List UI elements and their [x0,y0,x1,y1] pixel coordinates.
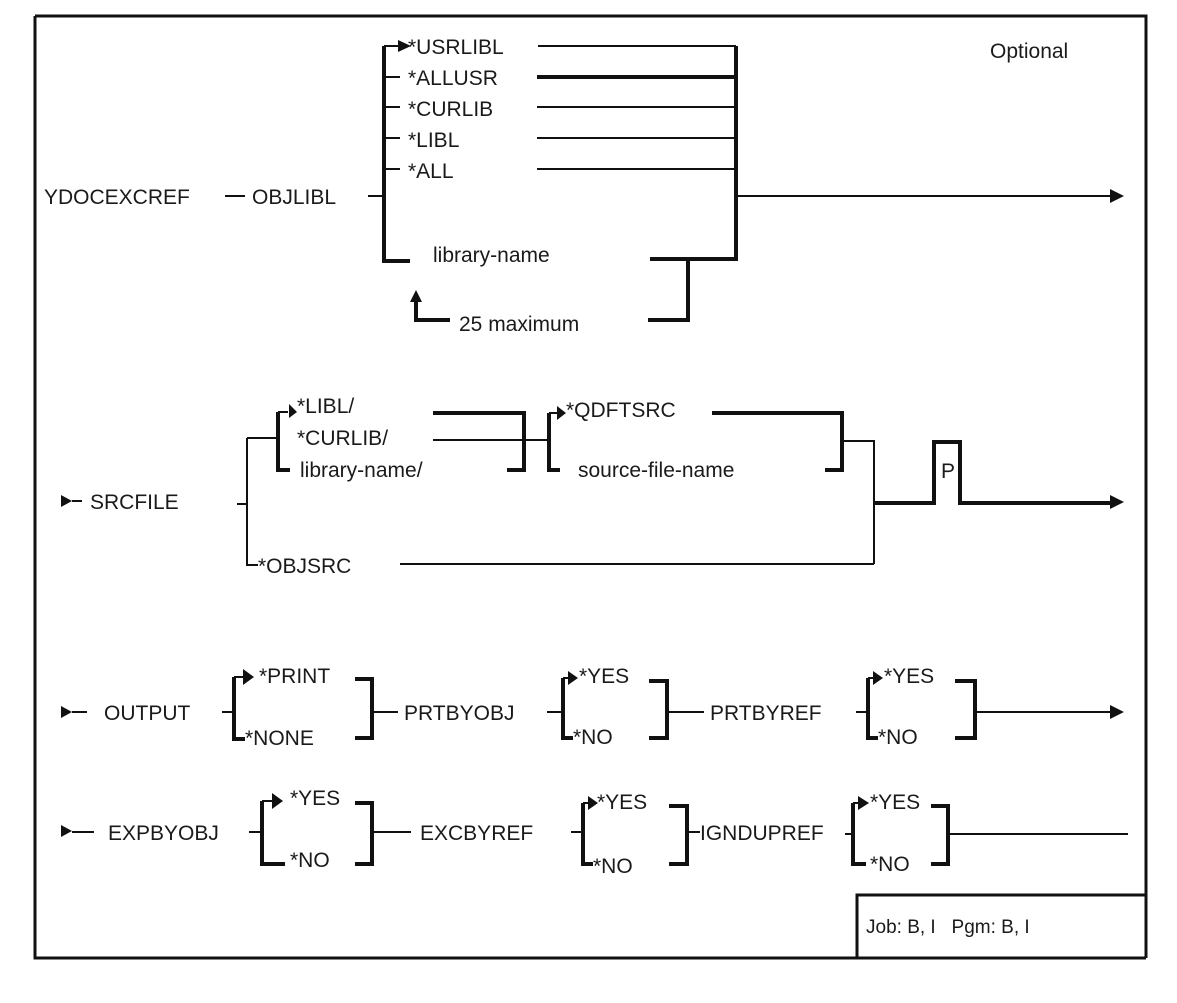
diagram-frame [33,14,1148,960]
srcfile-split-rail [246,438,258,566]
bracket-right [955,679,977,740]
variable-library-name-slash: library-name/ [300,459,423,482]
default-arrow-icon [858,796,869,810]
option-libl-slash: *LIBL/ [297,395,354,418]
option-none: *NONE [245,727,314,750]
default-arrow-icon [568,671,578,685]
option-curlib-slash: *CURLIB/ [297,427,388,450]
objlibl-keyword: OBJLIBL [252,186,336,209]
srcfile-join-rail [842,440,875,564]
option-no: *NO [593,855,633,878]
objlibl-row: YDOCEXCREF OBJLIBL *USRLIBL *ALLUSR *CUR… [44,36,1124,336]
bracket-left [851,803,866,866]
bracket-left [232,677,245,741]
output-keyword: OUTPUT [104,702,191,725]
option-curlib: *CURLIB [408,98,493,121]
start-arrow-icon [61,825,72,837]
default-arrow-icon [398,40,411,52]
bracket-right [355,801,374,866]
srcfile-keyword: SRCFILE [90,491,179,514]
default-arrow-icon [243,669,254,685]
default-arrow-icon [873,671,883,685]
option-no: *NO [870,853,910,876]
bracket-left [260,801,285,866]
objlibl-left-rail [382,46,410,263]
prtbyref-keyword: PRTBYREF [710,702,822,725]
start-arrow-icon [61,706,72,718]
positional-notch [874,440,1110,505]
option-yes: *YES [884,665,934,688]
continue-arrow-icon [1110,705,1124,719]
variable-library-name: library-name [433,244,550,267]
bracket-right [649,679,669,740]
exp-row: EXPBYOBJ *YES *NO EXCBYREF *YES *NO IGND… [61,787,1128,878]
option-objsrc: *OBJSRC [258,555,351,578]
srcfile-row: SRCFILE *LIBL/ *CURLIB/ library-name/ *Q… [61,395,1124,578]
option-usrlibl: *USRLIBL [408,36,504,59]
option-allusr: *ALLUSR [408,67,498,90]
library-right-bracket [433,411,526,472]
option-yes: *YES [870,791,920,814]
option-yes: *YES [579,665,629,688]
bracket-left [561,678,573,740]
file-left-bracket [547,413,560,472]
repeat-loop-line [648,259,690,322]
igndupref-keyword: IGNDUPREF [700,822,824,845]
bracket-left [581,803,593,866]
output-row: OUTPUT *PRINT *NONE PRTBYOBJ *YES *NO PR… [61,665,1124,750]
option-yes: *YES [290,787,340,810]
option-no: *NO [573,726,613,749]
bracket-right [355,677,374,740]
positional-marker: P [941,460,955,483]
default-arrow-icon [557,406,566,420]
option-yes: *YES [597,791,647,814]
continue-arrow-icon [1110,495,1124,509]
threadsafe-text: Job: B, I Pgm: B, I [866,917,1030,938]
bracket-right [669,804,689,866]
option-print: *PRINT [259,665,330,688]
excbyref-keyword: EXCBYREF [420,822,533,845]
prtbyobj-keyword: PRTBYOBJ [404,702,514,725]
objlibl-right-rail [650,46,738,261]
option-no: *NO [878,726,918,749]
option-all: *ALL [408,160,454,183]
default-arrow-icon [588,796,598,810]
repeat-loop-line [414,299,450,322]
command-name: YDOCEXCREF [44,186,190,209]
start-arrow-icon [61,495,72,507]
option-qdftsrc: *QDFTSRC [566,399,676,422]
option-no: *NO [290,849,330,872]
continue-arrow-icon [1110,189,1124,203]
default-arrow-icon [289,404,297,418]
optional-label: Optional [990,40,1068,63]
expbyobj-keyword: EXPBYOBJ [108,822,219,845]
bracket-right [931,804,950,866]
option-libl: *LIBL [408,129,459,152]
repeat-label: 25 maximum [459,313,579,336]
default-arrow-icon [272,793,283,809]
bracket-left [866,678,878,740]
library-left-bracket [276,412,290,472]
threadsafe-box [855,893,1146,958]
repeat-arrow-icon [410,290,422,302]
variable-source-file-name: source-file-name [578,459,734,482]
